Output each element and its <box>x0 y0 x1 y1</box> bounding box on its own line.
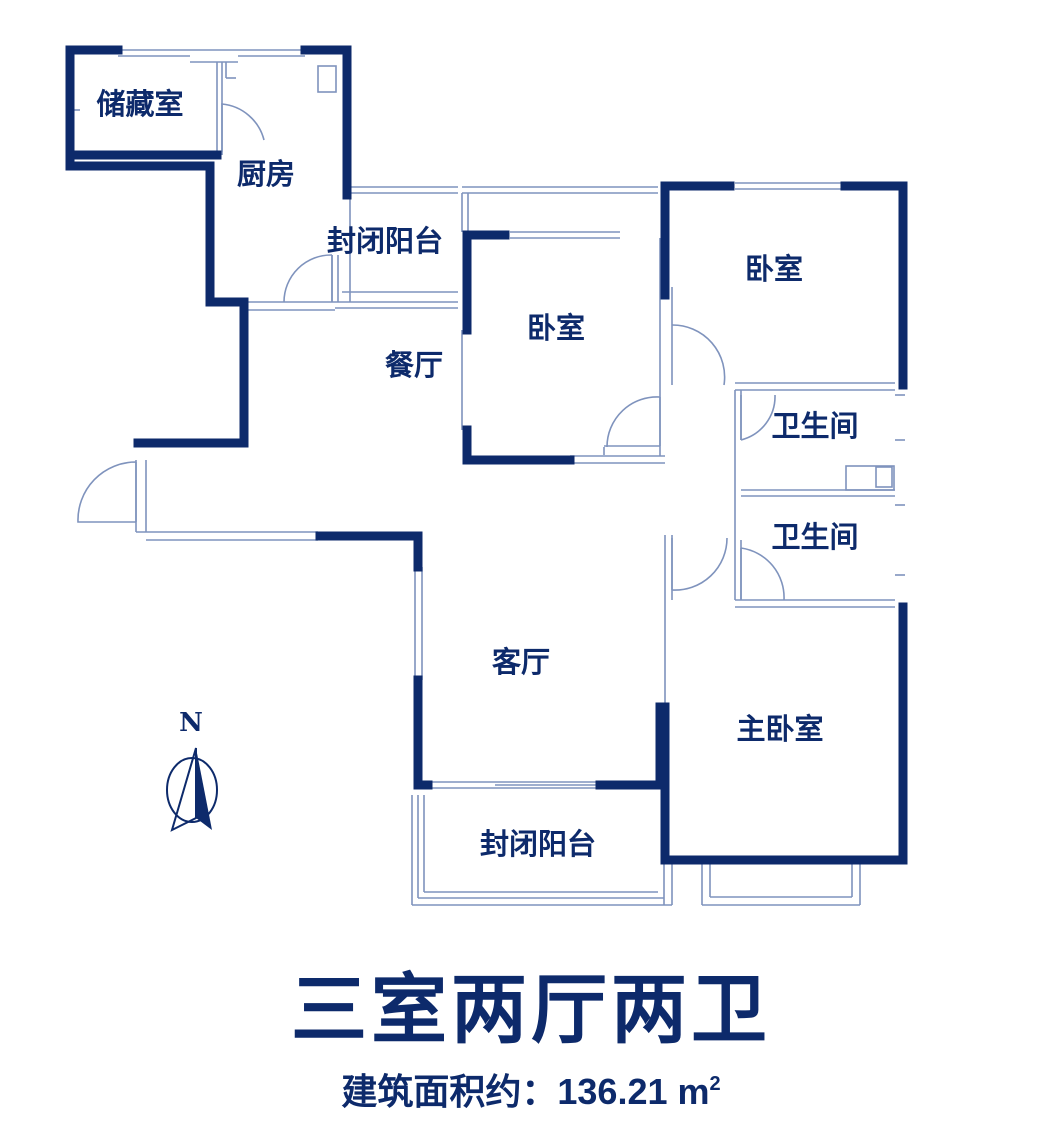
room-label-bathroom-2: 卫生间 <box>771 520 858 554</box>
thick-walls <box>65 45 908 865</box>
room-label-master-bedroom: 主卧室 <box>736 712 823 746</box>
area-line: 建筑面积约：136.21 m2 <box>0 1062 1062 1114</box>
compass-label: N <box>179 708 203 738</box>
room-label-bedroom-1: 卧室 <box>527 311 585 345</box>
room-label-storage: 储藏室 <box>96 87 183 121</box>
area-unit-superscript: 2 <box>709 1073 721 1095</box>
room-label-dining: 餐厅 <box>385 348 443 382</box>
room-label-balcony-north: 封闭阳台 <box>327 224 443 258</box>
layout-title: 三室两厅两卫 <box>291 965 771 1054</box>
room-label-kitchen: 厨房 <box>237 157 295 191</box>
door-swings <box>77 103 785 601</box>
compass-icon: N <box>166 708 218 832</box>
room-label-balcony-south: 封闭阳台 <box>480 827 596 861</box>
room-label-bathroom-1: 卫生间 <box>771 409 858 443</box>
area-label: 建筑面积约： <box>341 1071 558 1112</box>
room-label-living: 客厅 <box>492 645 550 679</box>
area-value: 136.21 <box>557 1071 668 1112</box>
area-unit: m <box>677 1071 710 1112</box>
room-label-bedroom-2: 卧室 <box>745 252 803 286</box>
